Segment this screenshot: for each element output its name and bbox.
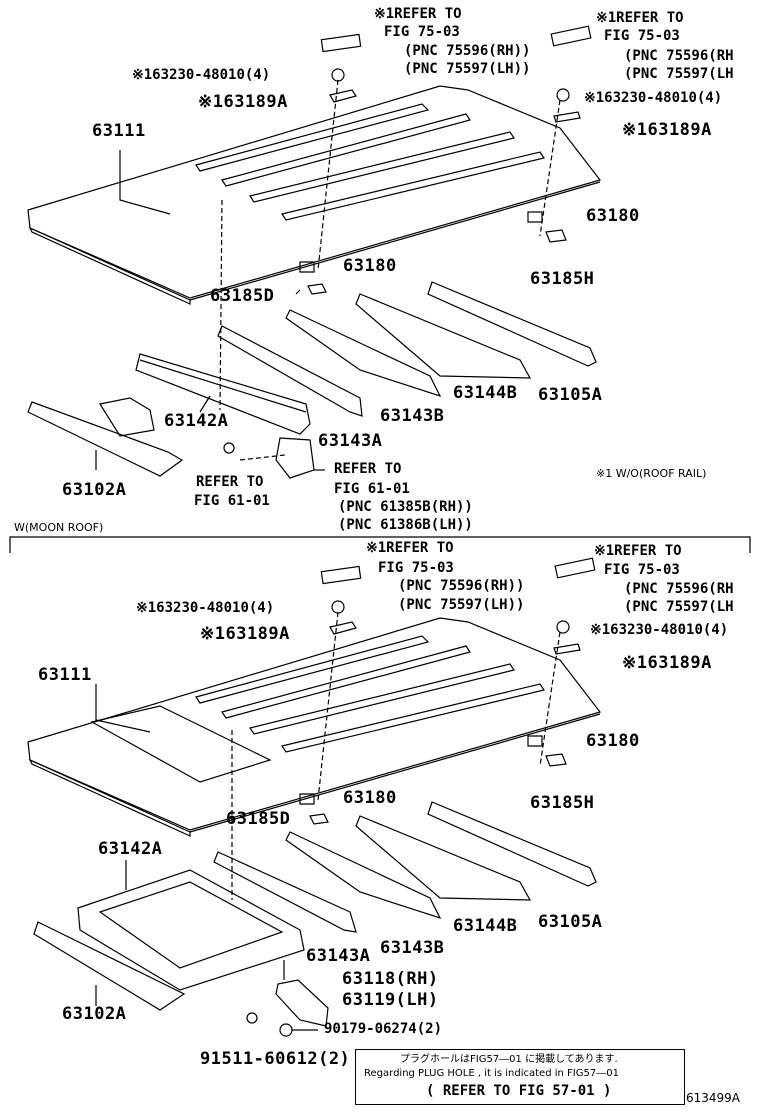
- panel-102a-label-upper: 63102A: [62, 480, 127, 500]
- bracket-label-left-lower: ※163189A: [200, 624, 290, 644]
- refer-roof-rail-right-2-lower: FIG 75-03: [604, 562, 680, 578]
- refer-roof-rail-left-3: (PNC 75596(RH)): [404, 43, 531, 59]
- refer-roof-rail-right-4-lower: (PNC 75597(LH: [624, 599, 734, 615]
- refer-roof-rail-left-1: ※1REFER TO: [374, 6, 462, 22]
- nut-label-right-lower: 63185H: [530, 793, 595, 813]
- note-japanese: プラグホールはFIG57―01 に掲載してあります.: [400, 1054, 618, 1065]
- roof-panel-upper: [27, 85, 602, 305]
- bow-143b-label-lower: 63143B: [380, 938, 445, 958]
- bow-144b-label-upper: 63144B: [453, 383, 518, 403]
- bow-143a-label-lower: 63143A: [306, 946, 371, 966]
- refer-roof-rail-left-1-lower: ※1REFER TO: [366, 540, 454, 556]
- clip-label-right-upper: 63180: [586, 206, 640, 226]
- screw-91511-label: 91511-60612(2): [200, 1049, 351, 1069]
- footnote-wo-roof-rail: ※1 W/O(ROOF RAIL): [596, 467, 707, 480]
- refer-roof-rail-left-2-lower: FIG 75-03: [378, 560, 454, 576]
- refer-roof-rail-right-2: FIG 75-03: [604, 28, 680, 44]
- roof-panel-label-upper: 63111: [92, 121, 146, 141]
- moon-roof-section-label: W(MOON ROOF): [14, 521, 104, 534]
- bolt-label-left-lower: ※163230-48010(4): [136, 600, 275, 616]
- clip-label-left-upper: 63180: [343, 256, 397, 276]
- clip-label-left-lower: 63180: [343, 788, 397, 808]
- bow-105a-label-upper: 63105A: [538, 385, 603, 405]
- refer-roof-rail-right-1-lower: ※1REFER TO: [594, 543, 682, 559]
- refer-roof-rail-left-2: FIG 75-03: [384, 24, 460, 40]
- bracket-63119-label: 63119(LH): [342, 990, 439, 1010]
- bow-144b-label-lower: 63144B: [453, 916, 518, 936]
- nut-label-left-lower: 63185D: [226, 809, 291, 829]
- bow-143b-label-upper: 63143B: [380, 406, 445, 426]
- bracket-label-right-lower: ※163189A: [622, 653, 712, 673]
- refer-roof-rail-right-4: (PNC 75597(LH: [624, 66, 734, 82]
- bracket-63118-label: 63118(RH): [342, 969, 439, 989]
- plug-hole-note: プラグホールはFIG57―01 に掲載してあります. Regarding PLU…: [355, 1049, 685, 1105]
- refer-61-left-1: REFER TO: [196, 474, 264, 490]
- note-english: Regarding PLUG HOLE , it is indicated in…: [364, 1068, 619, 1079]
- refer-61-left-2: FIG 61-01: [194, 493, 270, 509]
- refer-61-right-3: (PNC 61385B(RH)): [338, 499, 473, 515]
- refer-roof-rail-left-4-lower: (PNC 75597(LH)): [398, 597, 525, 613]
- clip-label-right-lower: 63180: [586, 731, 640, 751]
- refer-roof-rail-left-4: (PNC 75597(LH)): [404, 61, 531, 77]
- bracket-label-left-upper: ※163189A: [198, 92, 288, 112]
- clip-90179-label: 90179-06274(2): [324, 1021, 443, 1037]
- bolt-label-right-lower: ※163230-48010(4): [590, 622, 729, 638]
- panel-102a-label-lower: 63102A: [62, 1004, 127, 1024]
- bow-105a-label-lower: 63105A: [538, 912, 603, 932]
- refer-61-right-1: REFER TO: [334, 461, 402, 477]
- nut-label-left-upper: 63185D: [210, 286, 275, 306]
- panel-142a-label-upper: 63142A: [164, 411, 229, 431]
- roof-panel-label-lower: 63111: [38, 665, 92, 685]
- nut-label-right-upper: 63185H: [530, 269, 595, 289]
- refer-roof-rail-right-3: (PNC 75596(RH: [624, 48, 734, 64]
- bolt-label-left-upper: ※163230-48010(4): [132, 67, 271, 83]
- bolt-label-right-upper: ※163230-48010(4): [584, 90, 723, 106]
- refer-61-right-2: FIG 61-01: [334, 481, 410, 497]
- refer-roof-rail-right-3-lower: (PNC 75596(RH: [624, 581, 734, 597]
- refer-61-right-4: (PNC 61386B(LH)): [338, 517, 473, 533]
- refer-roof-rail-left-3-lower: (PNC 75596(RH)): [398, 578, 525, 594]
- panel-142a-label-lower: 63142A: [98, 839, 163, 859]
- bracket-label-right-upper: ※163189A: [622, 120, 712, 140]
- roof-panel-lower: [27, 617, 602, 837]
- note-reference: ( REFER TO FIG 57-01 ): [426, 1083, 612, 1099]
- bow-143a-label-upper: 63143A: [318, 431, 383, 451]
- figure-id: 613499A: [686, 1091, 741, 1105]
- refer-roof-rail-right-1: ※1REFER TO: [596, 10, 684, 26]
